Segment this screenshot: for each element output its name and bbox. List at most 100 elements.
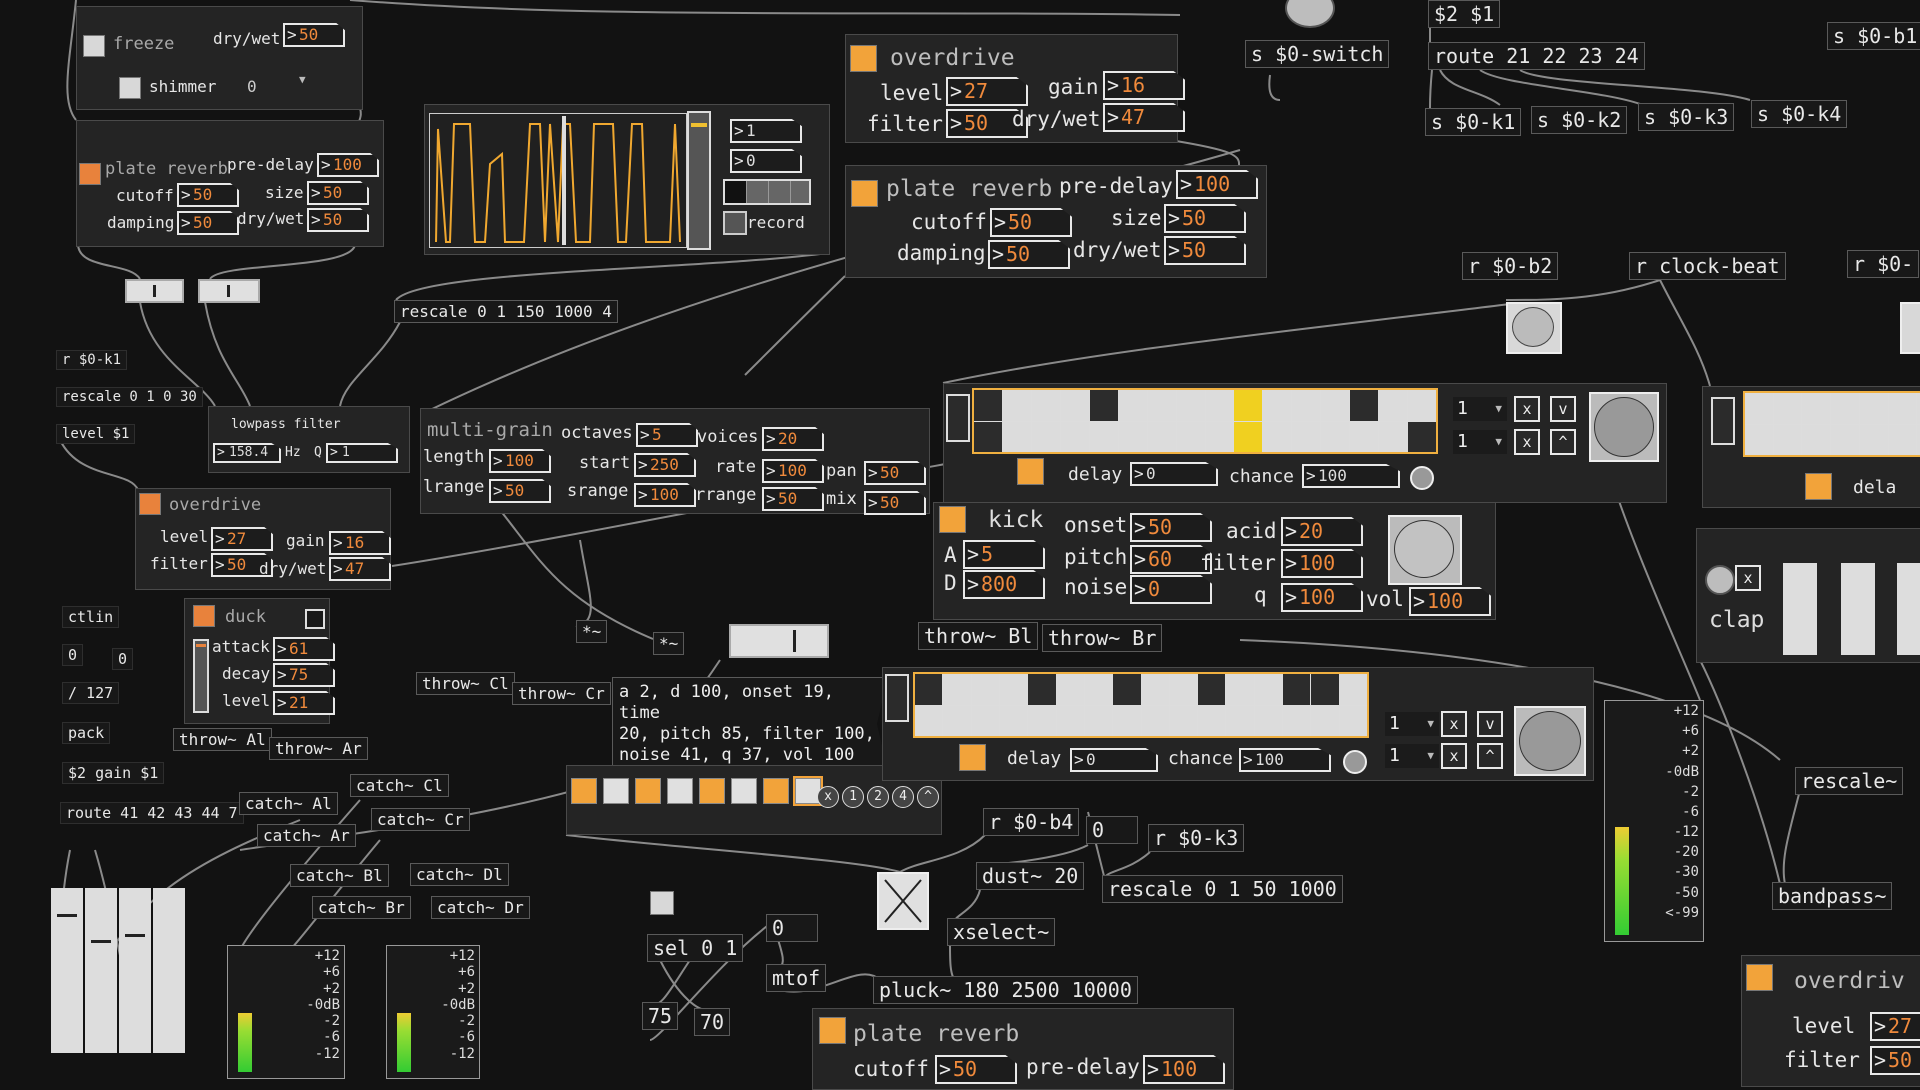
step-cell[interactable] xyxy=(1350,421,1379,452)
step-cell[interactable] xyxy=(1031,421,1060,452)
chance-bang[interactable] xyxy=(1343,750,1367,774)
step-toggle[interactable] xyxy=(699,778,725,804)
step-cell[interactable] xyxy=(1002,390,1031,421)
step-cell[interactable] xyxy=(1339,674,1367,705)
clap-clear-button[interactable]: x xyxy=(1735,565,1761,591)
filter-number[interactable]: 50 xyxy=(211,553,273,577)
waveform-array[interactable] xyxy=(429,113,687,248)
delay-number[interactable]: 0 xyxy=(1070,748,1158,772)
freeze-toggle[interactable] xyxy=(83,35,105,57)
step-cell[interactable] xyxy=(1283,674,1311,705)
step-cell[interactable] xyxy=(1147,421,1176,452)
step-cell[interactable] xyxy=(1917,393,1920,424)
step-cell[interactable] xyxy=(1831,424,1859,455)
step-cell[interactable] xyxy=(999,674,1028,705)
vol-number[interactable]: 100 xyxy=(1409,587,1491,616)
size-number[interactable]: 50 xyxy=(1164,204,1246,233)
step-cell[interactable] xyxy=(1773,424,1802,455)
throw-al-object[interactable]: throw~ Al xyxy=(173,728,272,751)
shift-up-button[interactable]: ^ xyxy=(1477,743,1503,769)
rescale-object[interactable]: rescale 0 1 150 1000 4 xyxy=(394,300,618,323)
position-slider[interactable] xyxy=(687,111,711,250)
step-cell[interactable] xyxy=(1060,390,1089,421)
step-cell[interactable] xyxy=(1263,390,1292,421)
duck-toggle[interactable] xyxy=(193,605,215,627)
pluck-object[interactable]: pluck~ 180 2500 10000 xyxy=(873,976,1138,1004)
send-b1-object[interactable]: s $0-b1 xyxy=(1827,22,1920,50)
send-k3-object[interactable]: s $0-k3 xyxy=(1638,103,1735,131)
size-number[interactable]: 50 xyxy=(307,181,369,205)
receive-object[interactable]: r $0- xyxy=(1847,250,1920,278)
step-cell[interactable] xyxy=(1056,674,1084,705)
mtof-object[interactable]: mtof xyxy=(766,964,827,992)
step-cell[interactable] xyxy=(1888,424,1917,455)
step-cell[interactable] xyxy=(1031,390,1060,421)
number-box[interactable]: 0 xyxy=(1086,816,1138,844)
step-cell[interactable] xyxy=(1226,705,1254,736)
step-cell[interactable] xyxy=(1408,421,1436,452)
mix-number[interactable]: 50 xyxy=(864,491,926,515)
noise-number[interactable]: 0 xyxy=(1130,575,1212,604)
filter-number[interactable]: 50 xyxy=(1870,1046,1920,1075)
voices-number[interactable]: 20 xyxy=(762,427,824,451)
step-cell[interactable] xyxy=(915,705,943,736)
step-cell[interactable] xyxy=(1379,390,1408,421)
step-grid[interactable] xyxy=(972,388,1438,454)
receive-k1-object[interactable]: r $0-k1 xyxy=(56,350,128,370)
beat-bang[interactable] xyxy=(1506,302,1562,354)
receive-b4-object[interactable]: r $0-b4 xyxy=(983,808,1080,836)
send-switch-object[interactable]: s $0-switch xyxy=(1245,40,1390,68)
step-cell[interactable] xyxy=(1321,390,1350,421)
pack-object[interactable]: pack xyxy=(62,722,111,744)
number-box[interactable]: 0 xyxy=(112,648,134,670)
damping-number[interactable]: 50 xyxy=(988,240,1070,269)
decay-number[interactable]: 800 xyxy=(963,570,1045,599)
message-70[interactable]: 70 xyxy=(694,1008,731,1036)
step-cell[interactable] xyxy=(1205,390,1234,421)
number-box[interactable]: 0 xyxy=(62,644,84,666)
args-message[interactable]: $2 $1 xyxy=(1428,0,1501,28)
step-cell[interactable] xyxy=(1831,393,1859,424)
step-cell[interactable] xyxy=(999,705,1028,736)
step-cell[interactable] xyxy=(974,390,1002,421)
cutoff-number[interactable]: 50 xyxy=(177,183,239,207)
receive-k3-object[interactable]: r $0-k3 xyxy=(1148,824,1245,852)
chance-bang[interactable] xyxy=(1410,466,1434,490)
step-cell[interactable] xyxy=(1350,390,1379,421)
drywet-number[interactable]: 47 xyxy=(329,557,391,581)
step-cell[interactable] xyxy=(1917,424,1920,455)
number-box[interactable]: 0 xyxy=(766,914,818,942)
step-cell[interactable] xyxy=(1084,705,1113,736)
step-cell[interactable] xyxy=(1339,705,1367,736)
gain-number[interactable]: 16 xyxy=(1103,71,1185,100)
clear-button[interactable]: x xyxy=(1441,711,1467,737)
fader-2[interactable] xyxy=(85,888,117,1053)
drywet-number[interactable]: 50 xyxy=(1164,236,1246,265)
speed-number[interactable]: 1 xyxy=(730,119,802,143)
q-number[interactable]: 1 xyxy=(326,443,398,463)
send-k4-object[interactable]: s $0-k4 xyxy=(1751,100,1848,128)
ctlin-object[interactable]: ctlin xyxy=(62,606,120,628)
pitch-number[interactable]: 60 xyxy=(1130,545,1212,574)
step-cell[interactable] xyxy=(1254,705,1283,736)
cutoff-number[interactable]: 50 xyxy=(990,208,1072,237)
step-cell[interactable] xyxy=(1292,421,1321,452)
step-cell[interactable] xyxy=(1141,705,1169,736)
step-cell[interactable] xyxy=(1408,390,1436,421)
beat-bang-2[interactable] xyxy=(1900,302,1920,354)
step-toggle[interactable] xyxy=(731,778,757,804)
step-mode-button[interactable]: x xyxy=(817,786,839,808)
clap-fader-1[interactable] xyxy=(1783,563,1817,655)
throw-bl-object[interactable]: throw~ Bl xyxy=(918,622,1039,650)
route-object[interactable]: route 21 22 23 24 xyxy=(1428,42,1645,70)
q-number[interactable]: 100 xyxy=(1281,583,1363,612)
throw-cl-object[interactable]: throw~ Cl xyxy=(416,672,515,695)
step-cell[interactable] xyxy=(1379,421,1408,452)
lrange-number[interactable]: 50 xyxy=(489,479,551,503)
pan-number[interactable]: 50 xyxy=(864,461,926,485)
step-cell[interactable] xyxy=(1888,393,1917,424)
step-toggle[interactable] xyxy=(667,778,693,804)
overdrive-toggle[interactable] xyxy=(850,45,877,72)
step-cell[interactable] xyxy=(1056,705,1084,736)
message-75[interactable]: 75 xyxy=(642,1002,679,1030)
